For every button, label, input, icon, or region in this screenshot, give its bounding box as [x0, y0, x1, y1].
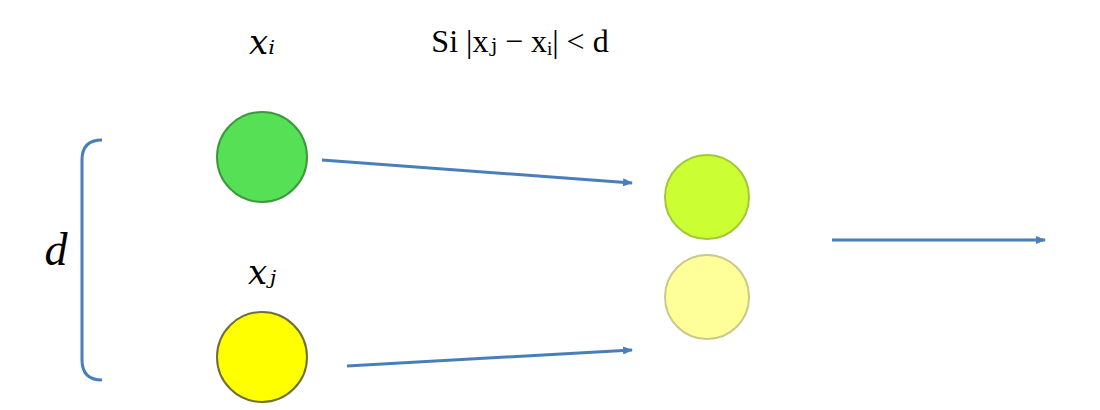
distance-bracket — [82, 140, 102, 380]
green-circle: xᵢ — [210, 22, 314, 209]
mixed-green-circle — [665, 155, 749, 239]
arrow — [347, 350, 632, 366]
distance-label: d — [45, 222, 68, 277]
arrow — [832, 239, 1045, 242]
green-circle-shape — [210, 105, 314, 209]
point-label: xⱼ — [210, 252, 314, 293]
condition-text: Si |xⱼ − xᵢ| < d — [431, 22, 608, 60]
point-label: xᵢ — [210, 22, 314, 63]
arrow — [322, 160, 632, 183]
mixed-yellow-circle — [665, 255, 749, 339]
yellow-circle: xⱼ — [210, 252, 314, 409]
yellow-circle-shape — [210, 305, 314, 409]
